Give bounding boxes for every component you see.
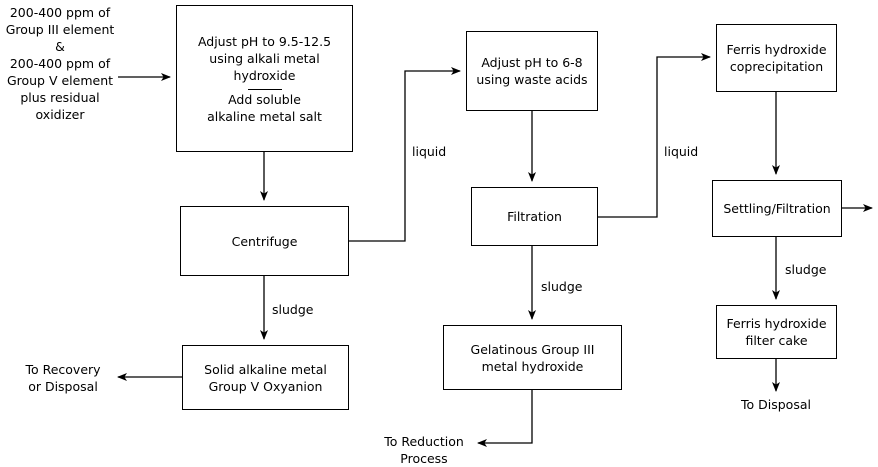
edge-label-sludge-middle: sludge bbox=[541, 279, 583, 294]
node-ferris-coprecipitation-text: Ferris hydroxide coprecipitation bbox=[726, 42, 827, 74]
edge-gelatinous-to-reduction bbox=[477, 389, 533, 447]
output-to-disposal: To Disposal bbox=[741, 397, 811, 412]
node-filtration-text: Filtration bbox=[507, 209, 562, 224]
edge-label-liquid-left: liquid bbox=[412, 144, 447, 159]
edge-filtration-liquid-to-ferris bbox=[597, 53, 711, 218]
node-settling-filtration[interactable]: Settling/Filtration bbox=[712, 180, 842, 237]
node-ferris-filter-cake-text: Ferris hydroxide filter cake bbox=[726, 316, 827, 348]
feed-stream-label: 200-400 ppm of Group III element & 200-4… bbox=[5, 5, 115, 122]
node-divider-rule bbox=[247, 88, 282, 90]
node-ph-adjust-alkali-bottom-text: Add soluble alkaline metal salt bbox=[207, 91, 322, 124]
node-filtration[interactable]: Filtration bbox=[471, 187, 598, 246]
output-to-recovery-or-disposal: To Recovery or Disposal bbox=[25, 362, 101, 394]
node-settling-filtration-text: Settling/Filtration bbox=[723, 201, 831, 216]
node-gelatinous-group-iii-hydroxide[interactable]: Gelatinous Group III metal hydroxide bbox=[443, 325, 622, 390]
node-ferris-hydroxide-coprecipitation[interactable]: Ferris hydroxide coprecipitation bbox=[716, 24, 837, 92]
node-ph-adjust-alkali-top-text: Adjust pH to 9.5-12.5 using alkali metal… bbox=[197, 33, 332, 83]
node-centrifuge-text: Centrifuge bbox=[231, 233, 298, 249]
node-ph-adjust-acid[interactable]: Adjust pH to 6-8 using waste acids bbox=[466, 31, 598, 111]
node-gelatinous-text: Gelatinous Group III metal hydroxide bbox=[470, 341, 595, 374]
edge-label-liquid-right: liquid bbox=[664, 144, 699, 159]
node-solid-alkaline-text: Solid alkaline metal Group V Oxyanion bbox=[204, 361, 327, 394]
node-centrifuge[interactable]: Centrifuge bbox=[180, 206, 349, 276]
node-ph-adjust-alkali[interactable]: Adjust pH to 9.5-12.5 using alkali metal… bbox=[176, 5, 353, 152]
node-ph-adjust-acid-text: Adjust pH to 6-8 using waste acids bbox=[476, 55, 588, 87]
edge-label-sludge-left: sludge bbox=[272, 302, 314, 317]
edge-label-sludge-right: sludge bbox=[785, 262, 827, 277]
node-solid-alkaline-group-v-oxyanion[interactable]: Solid alkaline metal Group V Oxyanion bbox=[182, 345, 349, 410]
node-ferris-hydroxide-filter-cake[interactable]: Ferris hydroxide filter cake bbox=[716, 305, 837, 359]
output-to-reduction-process: To Reduction Process bbox=[384, 434, 464, 466]
